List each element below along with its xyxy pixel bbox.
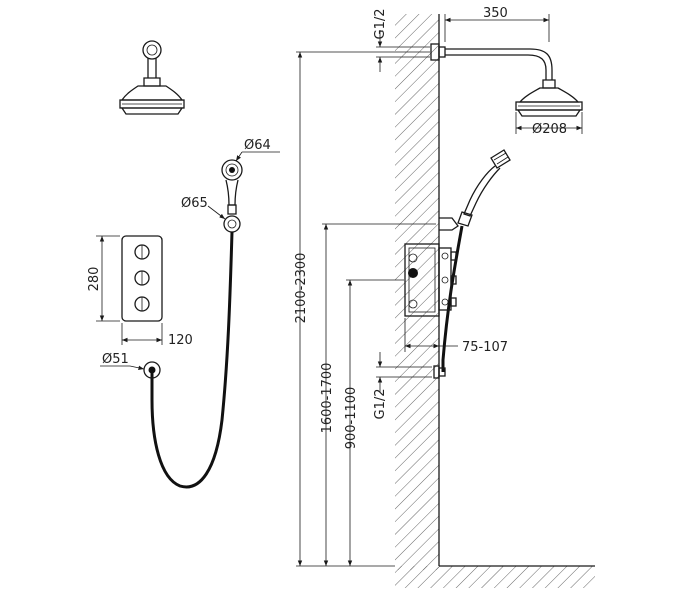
wall-hatch xyxy=(395,14,439,570)
handshower-height-dimension: 1600-1700 xyxy=(320,223,436,566)
floor-hatch xyxy=(395,566,595,588)
mixer-depth-label: 75-107 xyxy=(462,340,508,355)
head-diameter-dimension: Ø208 xyxy=(515,112,583,137)
head-diameter-label: Ø208 xyxy=(532,122,567,137)
outlet-diameter-label: Ø51 xyxy=(102,352,129,367)
panel-width-dimension: 120 xyxy=(121,323,193,348)
mixer-port-dark xyxy=(408,268,418,278)
concealed-mixer-side xyxy=(404,243,457,317)
total-height-label: 2100-2300 xyxy=(294,253,309,324)
wall-outlet-front xyxy=(143,361,161,379)
arm-length-label: 350 xyxy=(483,6,508,21)
valve-height-label: 900-1100 xyxy=(344,387,359,450)
inlet-bottom-label: G1/2 xyxy=(373,389,388,420)
wall-outlet-side xyxy=(433,365,446,379)
hand-shower-holder xyxy=(223,215,241,233)
holder-diameter-label: Ø65 xyxy=(181,196,208,211)
inlet-top-dimension: G1/2 xyxy=(373,9,430,72)
handshower-height-label: 1600-1700 xyxy=(320,363,335,434)
valve-height-dimension: 900-1100 xyxy=(344,279,404,566)
shower-hose xyxy=(150,231,234,489)
handshower-diameter-callout: Ø64 xyxy=(235,138,280,162)
hand-shower-side xyxy=(457,149,511,227)
panel-height-label: 280 xyxy=(87,267,102,292)
wall-section xyxy=(395,14,440,570)
overhead-shower-side xyxy=(515,79,583,117)
panel-height-dimension: 280 xyxy=(87,235,120,322)
overhead-shower-front xyxy=(119,40,185,115)
control-panel-front xyxy=(121,235,163,322)
shower-arm-side xyxy=(430,43,553,80)
total-height-dimension: 2100-2300 xyxy=(294,51,430,566)
holder-diameter-callout: Ø65 xyxy=(181,196,226,220)
inlet-bottom-dimension: G1/2 xyxy=(373,352,432,420)
handshower-diameter-label: Ø64 xyxy=(244,138,271,153)
hand-shower-front xyxy=(221,159,243,233)
inlet-top-label: G1/2 xyxy=(373,9,388,40)
outlet-diameter-callout: Ø51 xyxy=(100,352,145,371)
panel-width-label: 120 xyxy=(168,333,193,348)
mixer-depth-dimension: 75-107 xyxy=(404,318,508,355)
arm-length-dimension: 350 xyxy=(444,6,550,42)
floor-section xyxy=(395,565,595,588)
holder-bracket-side xyxy=(439,217,459,231)
